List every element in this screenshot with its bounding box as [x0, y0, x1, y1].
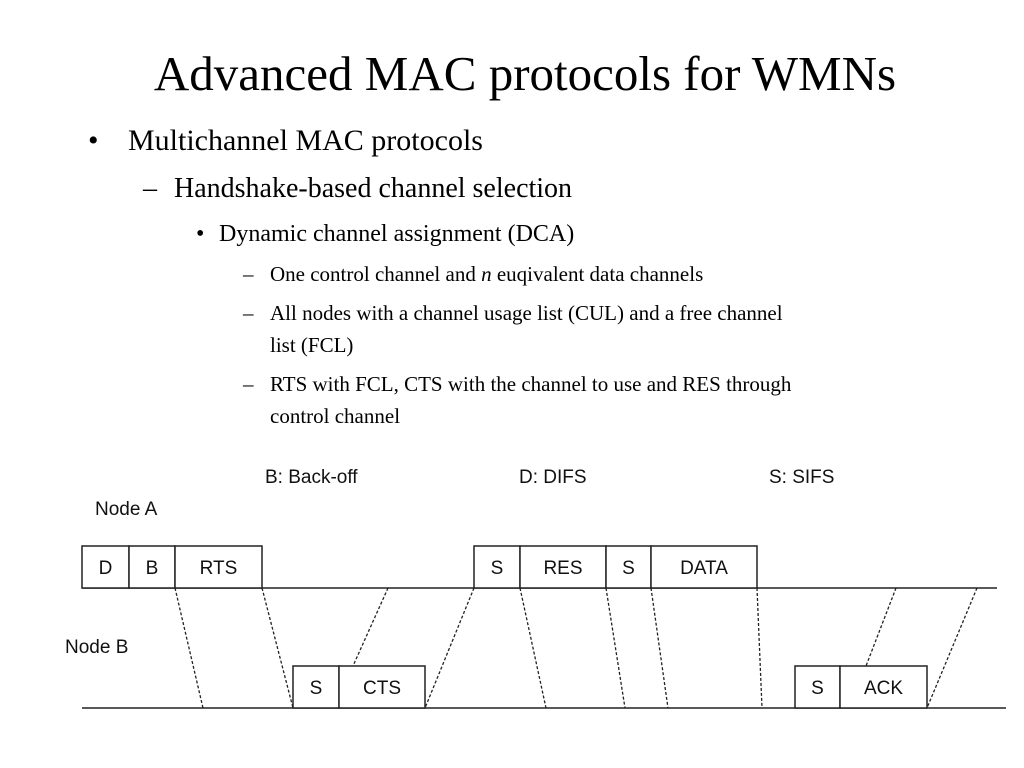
bullet-level4-rts-cts-res-continuation: control channel	[270, 404, 401, 428]
frame-data-box	[650, 545, 758, 589]
propagation-line	[926, 587, 978, 709]
bullet-text: RTS with FCL, CTS with the channel to us…	[270, 372, 792, 396]
frame-backoff-box	[128, 545, 176, 589]
node-a-label: Node A	[95, 499, 158, 520]
frame-label-ack: ACK	[864, 678, 903, 699]
frame-cts-box	[338, 665, 426, 709]
bullet-level4-cul-fcl-continuation: list (FCL)	[270, 333, 354, 357]
propagation-line	[352, 587, 389, 667]
frame-label-sifs: S	[811, 678, 824, 699]
propagation-line	[650, 587, 669, 709]
bullet-text-italic: n	[481, 262, 492, 286]
frame-label-cts: CTS	[363, 678, 401, 699]
bullet-text: All nodes with a channel usage list (CUL…	[270, 301, 783, 325]
bullet-text-start: One control channel and	[270, 262, 482, 286]
propagation-line	[865, 587, 897, 667]
frame-label-sifs: S	[310, 678, 323, 699]
bullet-level3: • Dynamic channel assignment (DCA)	[196, 218, 574, 250]
frame-sifs-box	[794, 665, 841, 709]
legend-backoff: B: Back-off	[265, 467, 358, 488]
bullet-marker: •	[196, 221, 205, 247]
bullet-level4-control-channel: –One control channel and n euqivalent da…	[243, 258, 703, 290]
legend-difs: D: DIFS	[519, 467, 587, 488]
frame-label-res: RES	[543, 558, 582, 579]
bullet-text: Multichannel MAC protocols	[128, 124, 483, 157]
propagation-lines	[174, 587, 978, 709]
propagation-line	[261, 587, 294, 709]
frame-label-difs: D	[99, 558, 113, 579]
bullet-level1: • Multichannel MAC protocols	[88, 122, 483, 160]
legend-sifs: S: SIFS	[769, 467, 834, 488]
frame-rts-box	[174, 545, 263, 589]
frame-sifs-box	[473, 545, 521, 589]
frame-sifs-box	[605, 545, 652, 589]
bullet-marker: –	[243, 372, 254, 396]
frame-ack-box	[839, 665, 928, 709]
bullet-text-end: euqivalent data channels	[491, 262, 704, 286]
frame-label-rts: RTS	[200, 558, 238, 579]
bullet-marker: –	[143, 173, 157, 204]
propagation-line	[605, 587, 626, 709]
propagation-line	[174, 587, 204, 709]
bullet-level2: –Handshake-based channel selection	[143, 171, 572, 207]
bullet-text: Handshake-based channel selection	[174, 173, 573, 204]
bullet-marker: –	[243, 262, 254, 286]
propagation-line	[519, 587, 547, 709]
bullet-level4-rts-cts-res: –RTS with FCL, CTS with the channel to u…	[243, 368, 791, 400]
propagation-line	[756, 587, 763, 709]
bullet-marker: –	[243, 301, 254, 325]
frame-label-data: DATA	[680, 558, 728, 579]
node-b-label: Node B	[65, 637, 128, 658]
slide-title: Advanced MAC protocols for WMNs	[153, 46, 897, 101]
bullet-text: Dynamic channel assignment (DCA)	[219, 221, 575, 247]
frame-label-backoff: B	[146, 558, 159, 579]
propagation-line	[424, 587, 475, 709]
bullet-level4-cul-fcl: –All nodes with a channel usage list (CU…	[243, 297, 783, 329]
frame-label-sifs: S	[491, 558, 504, 579]
bullet-marker: •	[88, 124, 99, 157]
frame-label-sifs: S	[622, 558, 635, 579]
